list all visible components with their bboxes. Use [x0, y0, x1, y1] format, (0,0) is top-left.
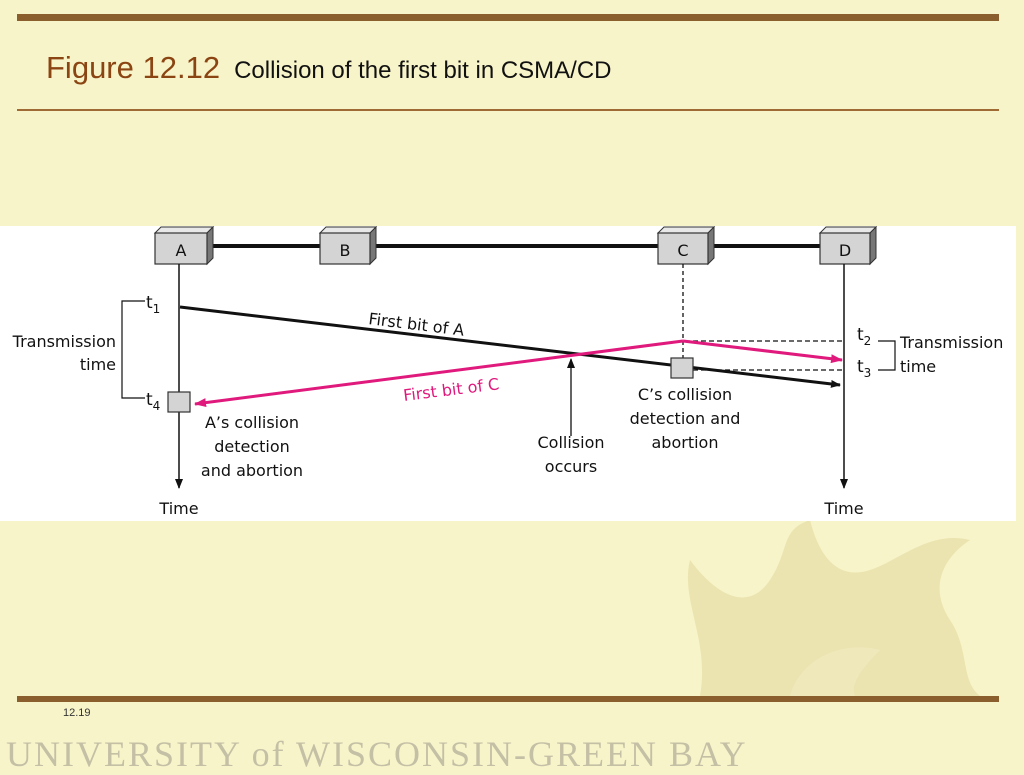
c-detection-line3: abortion	[652, 433, 719, 452]
t1-label: t1	[146, 293, 160, 316]
left-bracket	[121, 300, 145, 399]
station-d: D	[818, 226, 878, 266]
tx-time-left-line2: time	[80, 355, 116, 374]
station-b: B	[318, 226, 378, 266]
station-c-label: C	[677, 241, 688, 260]
university-wordmark: UNIVERSITY of WISCONSIN-GREEN BAY	[6, 734, 748, 774]
c-detection-box	[670, 357, 694, 379]
a-detection-line3: and abortion	[201, 461, 303, 480]
a-detection-box	[167, 391, 191, 413]
figure-number: Figure 12.12	[46, 50, 221, 85]
right-bracket	[878, 340, 896, 371]
tx-time-right-line2: time	[900, 357, 936, 376]
figure-caption: Collision of the first bit in CSMA/CD	[234, 57, 612, 84]
station-a: A	[153, 226, 215, 266]
slide-number: 12.19	[63, 707, 91, 719]
station-c: C	[656, 226, 716, 266]
bottom-bar	[17, 696, 999, 702]
t3-label: t3	[857, 357, 871, 380]
phoenix-watermark-icon	[687, 520, 980, 696]
first-bit-c-right-arrow	[682, 339, 843, 364]
collision-line2: occurs	[545, 457, 597, 476]
first-bit-c-label: First bit of C	[402, 374, 500, 405]
t2-label: t2	[857, 325, 871, 348]
tx-time-right-line1: Transmission	[899, 333, 1003, 352]
c-detection-line2: detection and	[630, 409, 741, 428]
collision-line1: Collision	[537, 433, 604, 452]
station-a-label: A	[176, 241, 187, 260]
title-rule	[17, 109, 999, 111]
slide-title: Figure 12.12 Collision of the first bit i…	[46, 50, 612, 86]
time-label-d: Time	[823, 499, 863, 518]
time-label-a: Time	[158, 499, 198, 518]
top-bar	[17, 14, 999, 21]
tx-time-left-line1: Transmission	[12, 332, 116, 351]
c-detection-line1: C’s collision	[638, 385, 732, 404]
station-d-label: D	[839, 241, 851, 260]
a-detection-line2: detection	[214, 437, 290, 456]
station-b-label: B	[340, 241, 351, 260]
csma-cd-diagram: A B C D	[0, 226, 1016, 521]
a-detection-line1: A’s collision	[205, 413, 299, 432]
t4-label: t4	[146, 390, 160, 413]
first-bit-a-arrow	[179, 305, 841, 388]
first-bit-c-left-arrow	[194, 339, 684, 408]
